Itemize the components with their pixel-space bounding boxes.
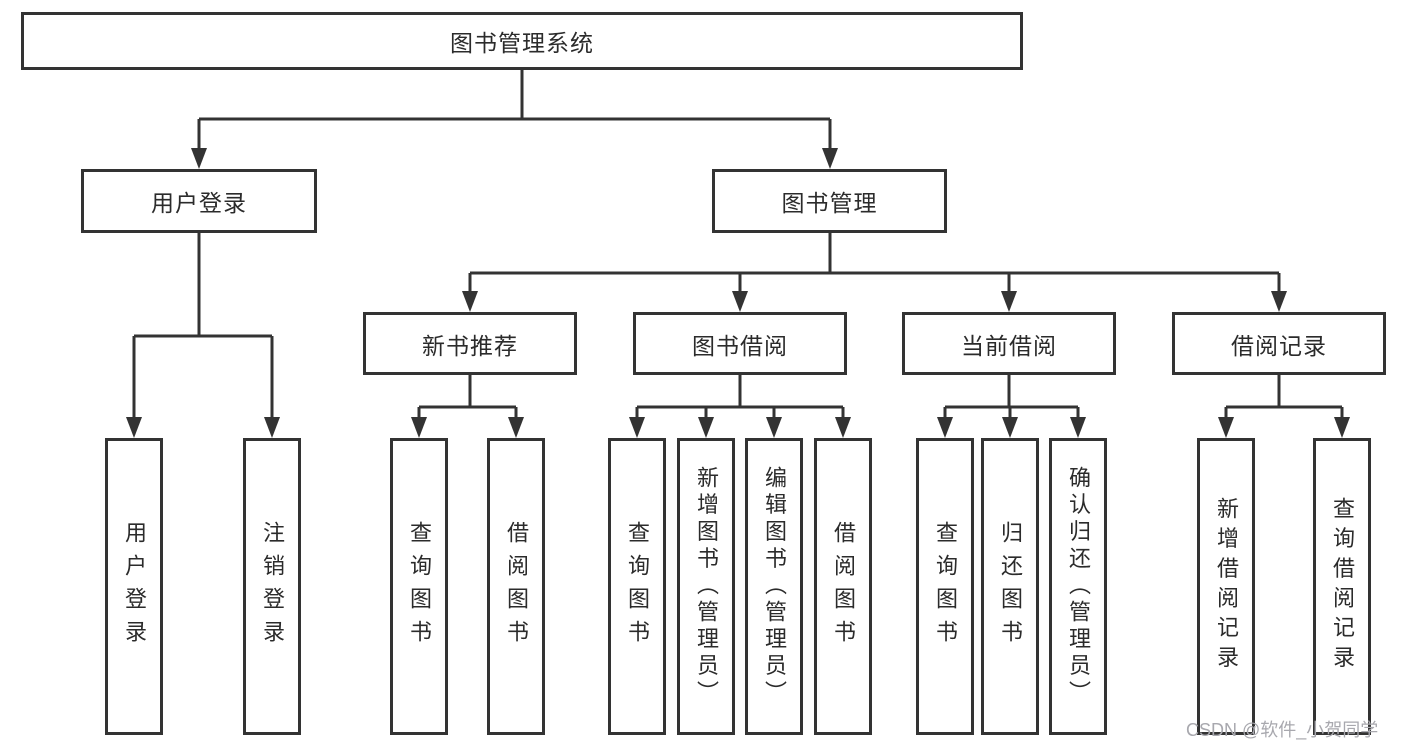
leaf-add-book-admin-label: 新增图书（管理员） <box>694 465 719 708</box>
connector-new-book-recommend-children <box>417 375 518 433</box>
connector-book-management-children <box>468 232 1281 308</box>
node-book-borrow: 图书借阅 <box>633 312 847 375</box>
node-root-system-label: 图书管理系统 <box>450 30 594 56</box>
leaf-add-borrow-record-label: 新增借阅记录 <box>1214 497 1239 676</box>
node-new-book-recommend-label: 新书推荐 <box>422 332 518 359</box>
leaf-query-book-borrow-label: 查询图书 <box>625 520 650 653</box>
csdn-watermark: CSDN @软件_小贺同学 <box>1186 720 1379 740</box>
leaf-query-book-recommend: 查询图书 <box>390 438 448 735</box>
leaf-user-login-label: 用户登录 <box>122 520 147 653</box>
node-book-borrow-label: 图书借阅 <box>692 332 788 359</box>
connector-book-borrow-children <box>635 375 845 433</box>
leaf-logout-login-label: 注销登录 <box>260 520 285 653</box>
leaf-borrow-book-label: 借阅图书 <box>831 520 856 653</box>
leaf-query-book-current-label: 查询图书 <box>933 520 958 653</box>
leaf-query-borrow-record: 查询借阅记录 <box>1313 438 1371 735</box>
leaf-query-book-recommend-label: 查询图书 <box>407 520 432 653</box>
leaf-add-book-admin: 新增图书（管理员） <box>677 438 735 735</box>
leaf-confirm-return-admin: 确认归还（管理员） <box>1049 438 1107 735</box>
connector-borrow-record-children <box>1224 375 1344 433</box>
leaf-query-borrow-record-label: 查询借阅记录 <box>1330 497 1355 676</box>
leaf-edit-book-admin: 编辑图书（管理员） <box>745 438 803 735</box>
node-user-login-label: 用户登录 <box>151 190 247 216</box>
node-user-login: 用户登录 <box>81 169 317 233</box>
node-book-management: 图书管理 <box>712 169 947 233</box>
leaf-confirm-return-admin-label: 确认归还（管理员） <box>1066 465 1091 708</box>
node-root-system: 图书管理系统 <box>21 12 1023 70</box>
leaf-return-book: 归还图书 <box>981 438 1039 735</box>
leaf-borrow-book-recommend-label: 借阅图书 <box>504 520 529 653</box>
node-borrow-record-label: 借阅记录 <box>1231 332 1327 359</box>
leaf-add-borrow-record: 新增借阅记录 <box>1197 438 1255 735</box>
leaf-query-book-borrow: 查询图书 <box>608 438 666 735</box>
leaf-borrow-book: 借阅图书 <box>814 438 872 735</box>
connector-user-login-children <box>132 233 274 433</box>
leaf-logout-login: 注销登录 <box>243 438 301 735</box>
node-book-management-label: 图书管理 <box>781 190 878 216</box>
leaf-edit-book-admin-label: 编辑图书（管理员） <box>762 465 787 708</box>
arrowheads <box>126 148 1350 438</box>
leaf-borrow-book-recommend: 借阅图书 <box>487 438 545 735</box>
node-current-borrow-label: 当前借阅 <box>961 332 1057 359</box>
leaf-user-login: 用户登录 <box>105 438 163 735</box>
node-current-borrow: 当前借阅 <box>902 312 1116 375</box>
connector-root-to-level1 <box>197 70 832 165</box>
leaf-query-book-current: 查询图书 <box>916 438 974 735</box>
node-borrow-record: 借阅记录 <box>1172 312 1386 375</box>
leaf-return-book-label: 归还图书 <box>998 520 1023 653</box>
node-new-book-recommend: 新书推荐 <box>363 312 577 375</box>
